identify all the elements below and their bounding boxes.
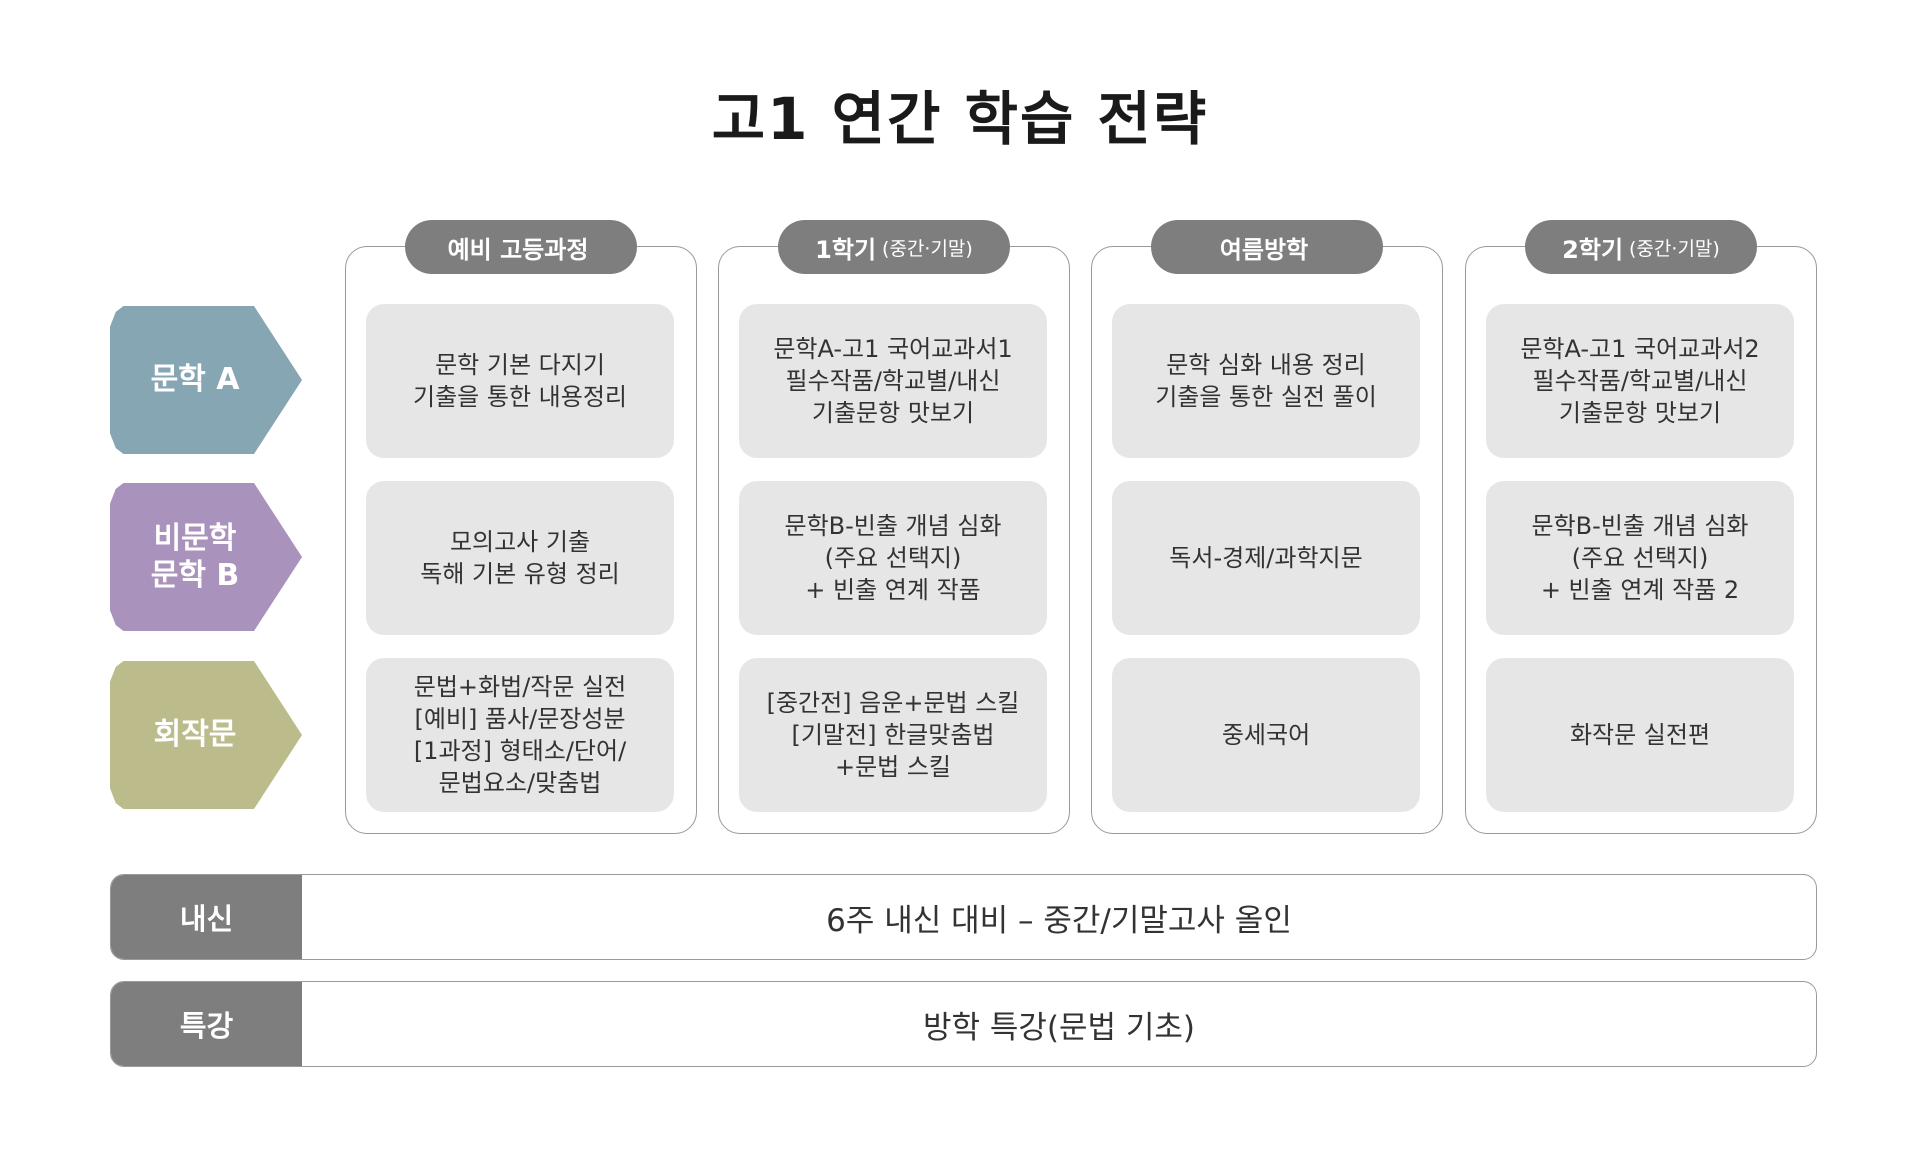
cell: 문법+화법/작문 실전 [예비] 품사/문장성분 [1과정] 형태소/단어/ 문… xyxy=(366,658,674,812)
bar-text: 6주 내신 대비 – 중간/기말고사 올인 xyxy=(826,902,1292,939)
cell: 문학B-빈출 개념 심화 (주요 선택지) + 빈출 연계 작품 xyxy=(739,481,1047,635)
column-header-title: 여름방학 xyxy=(1219,235,1309,264)
page-title: 고1 연간 학습 전략 xyxy=(711,85,1209,153)
cell: [중간전] 음운+문법 스킬 [기말전] 한글맞춤법 +문법 스킬 xyxy=(739,658,1047,812)
cell: 문학 기본 다지기 기출을 통한 내용정리 xyxy=(366,304,674,458)
cell: 화작문 실전편 xyxy=(1486,658,1794,812)
bar-label: 내신 xyxy=(111,875,302,959)
column-semester-2: 2학기(중간·기말) 문학A-고1 국어교과서2 필수작품/학교별/내신 기출문… xyxy=(1465,220,1817,834)
bar-text: 방학 특강(문법 기초) xyxy=(922,1009,1196,1046)
row-label-writing: 회작문 xyxy=(110,661,302,809)
bar-school-exam: 내신 6주 내신 대비 – 중간/기말고사 올인 xyxy=(110,874,1817,960)
column-header-title: 1학기 xyxy=(815,235,877,264)
bar-special-lecture: 특강 방학 특강(문법 기초) xyxy=(110,981,1817,1067)
cell: 문학 심화 내용 정리 기출을 통한 실전 풀이 xyxy=(1112,304,1420,458)
bar-label: 특강 xyxy=(111,982,302,1066)
column-header-sub: (중간·기말) xyxy=(1629,237,1720,260)
cell: 모의고사 기출 독해 기본 유형 정리 xyxy=(366,481,674,635)
row-label-literature-a: 문학 A xyxy=(110,306,302,454)
column-summer-break: 여름방학 문학 심화 내용 정리 기출을 통한 실전 풀이 독서-경제/과학지문… xyxy=(1091,220,1443,834)
column-header: 1학기(중간·기말) xyxy=(778,220,1010,274)
row-label-nonliterature-b: 비문학 문학 B xyxy=(110,483,302,631)
column-pre-highschool: 예비 고등과정 문학 기본 다지기 기출을 통한 내용정리 모의고사 기출 독해… xyxy=(345,220,697,834)
cell: 문학B-빈출 개념 심화 (주요 선택지) + 빈출 연계 작품 2 xyxy=(1486,481,1794,635)
column-header: 2학기(중간·기말) xyxy=(1525,220,1757,274)
column-header: 예비 고등과정 xyxy=(405,220,637,274)
column-header-title: 2학기 xyxy=(1562,235,1624,264)
cell: 중세국어 xyxy=(1112,658,1420,812)
column-header: 여름방학 xyxy=(1151,220,1383,274)
cell: 독서-경제/과학지문 xyxy=(1112,481,1420,635)
column-header-title: 예비 고등과정 xyxy=(447,235,589,264)
column-header-sub: (중간·기말) xyxy=(882,237,973,260)
column-semester-1: 1학기(중간·기말) 문학A-고1 국어교과서1 필수작품/학교별/내신 기출문… xyxy=(718,220,1070,834)
cell: 문학A-고1 국어교과서1 필수작품/학교별/내신 기출문항 맛보기 xyxy=(739,304,1047,458)
cell: 문학A-고1 국어교과서2 필수작품/학교별/내신 기출문항 맛보기 xyxy=(1486,304,1794,458)
